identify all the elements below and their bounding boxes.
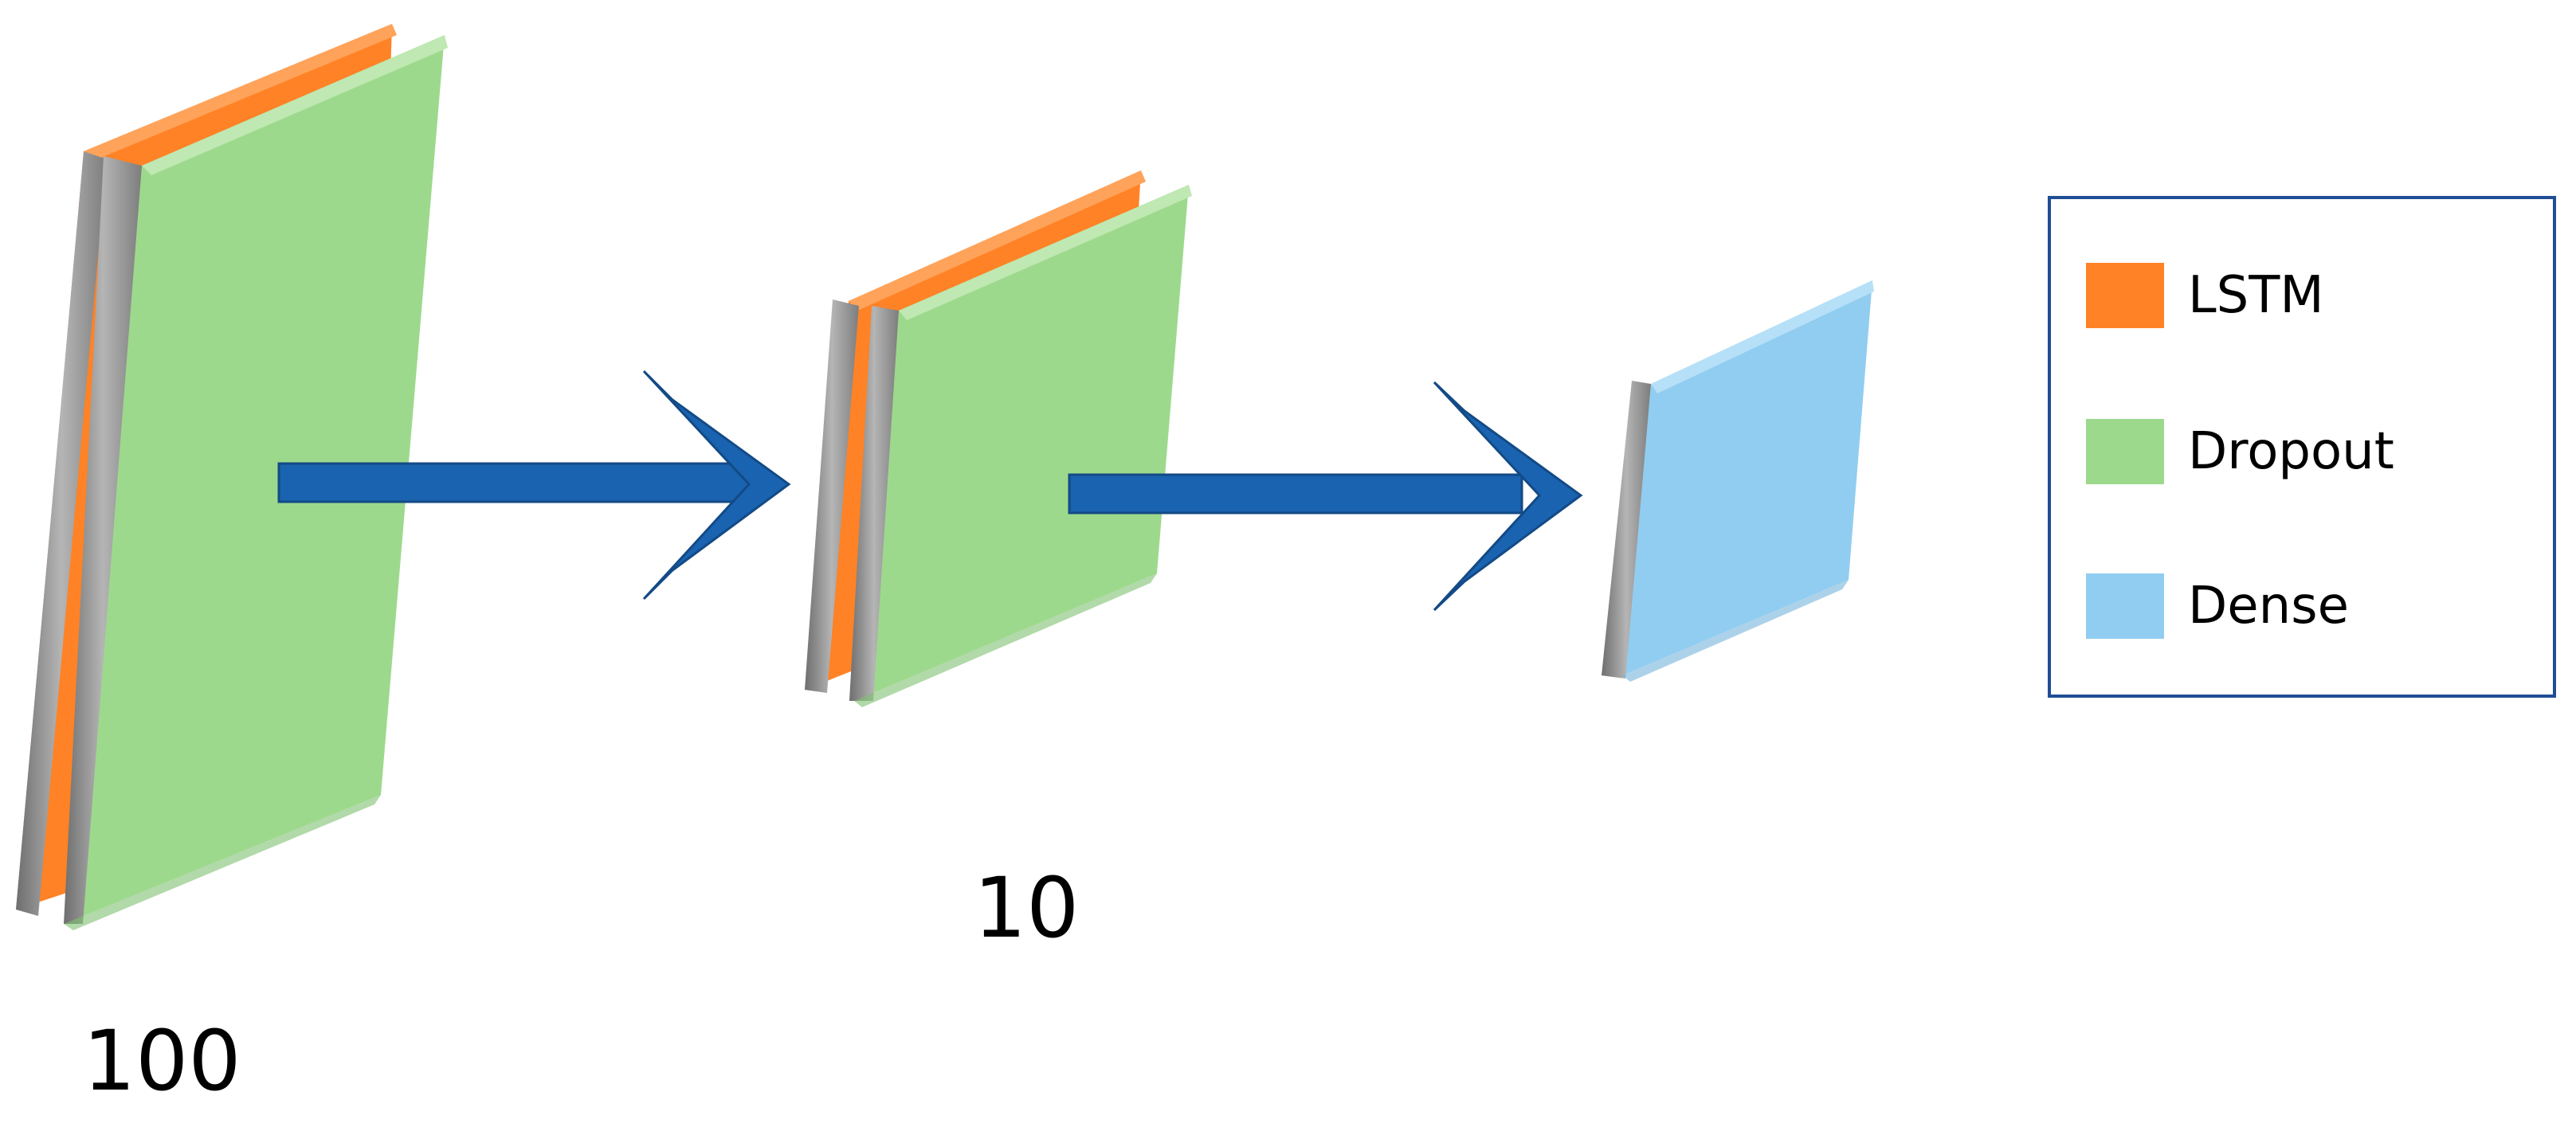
block-1-dropout-slab xyxy=(64,35,448,930)
legend-label-lstm: LSTM xyxy=(2188,266,2324,325)
arrow-1 xyxy=(277,370,791,601)
legend-swatch-dense xyxy=(2086,573,2164,639)
block-1-units-label: 100 xyxy=(83,1012,241,1109)
block-2-units-label: 10 xyxy=(974,859,1080,957)
legend-swatch-dropout xyxy=(2086,419,2164,484)
legend-item-dense: Dense xyxy=(2086,572,2349,640)
legend-item-lstm: LSTM xyxy=(2086,261,2324,330)
legend: LSTM Dropout Dense xyxy=(2048,196,2556,698)
arrow-2 xyxy=(1068,381,1583,612)
block-3-dense-slab xyxy=(1602,280,1874,682)
block-2-dropout-slab xyxy=(849,185,1192,707)
legend-label-dropout: Dropout xyxy=(2188,422,2394,481)
legend-swatch-lstm xyxy=(2086,263,2164,328)
legend-item-dropout: Dropout xyxy=(2086,417,2394,486)
legend-label-dense: Dense xyxy=(2188,577,2349,636)
